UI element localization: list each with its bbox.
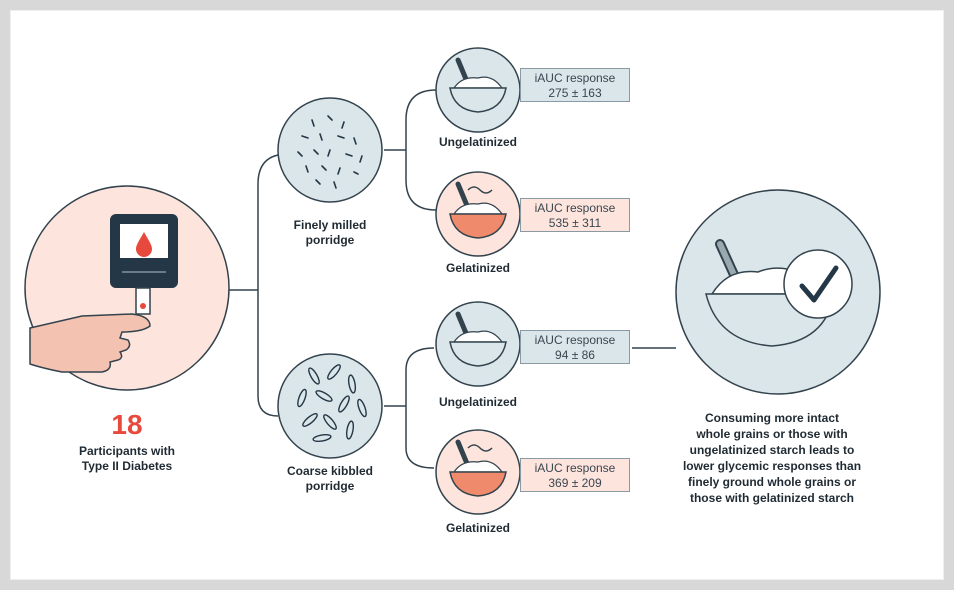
bowl-ungelatinized-2	[435, 301, 521, 387]
response-box-3: iAUC response 94 ± 86	[520, 330, 630, 364]
finely-milled-icon	[277, 97, 383, 203]
response-value-4: 369 ± 209	[548, 476, 602, 490]
study-diagram: 18 Participants with Type II Diabetes Fi…	[22, 38, 884, 536]
bowl-gelatinized-2	[435, 429, 521, 515]
coarse-porridge-line1: Coarse kibbled	[286, 464, 374, 478]
coarse-porridge-line2: porridge	[305, 479, 355, 493]
glucose-meter-illustration	[24, 185, 230, 391]
response-label-4: iAUC response	[534, 461, 616, 475]
response-label-1: iAUC response	[534, 71, 616, 85]
participant-count: 18	[111, 409, 143, 440]
coarse-kibbled-icon	[277, 353, 383, 459]
diagram-graphics	[24, 47, 881, 515]
response-label-3: iAUC response	[534, 333, 616, 347]
conclusion-text: Consuming more intact whole grains or th…	[662, 410, 882, 506]
conclusion-line-6: those with gelatinized starch	[689, 491, 855, 505]
state-label-4: Gelatinized	[445, 521, 510, 535]
connector-lines	[228, 89, 676, 469]
inner-frame	[10, 10, 944, 580]
state-label-3: Ungelatinized	[438, 395, 517, 409]
fine-porridge-line1: Finely milled	[293, 218, 367, 232]
conclusion-line-2: whole grains or those with	[696, 427, 848, 441]
bowl-gelatinized-1	[435, 171, 521, 257]
participants-label-line1: Participants with	[78, 444, 176, 458]
response-box-1: iAUC response 275 ± 163	[520, 68, 630, 102]
participants-label: Participants with Type II Diabetes	[52, 444, 202, 474]
response-box-4: iAUC response 369 ± 209	[520, 458, 630, 492]
conclusion-line-4: lower glycemic responses than	[682, 459, 862, 473]
response-box-2: iAUC response 535 ± 311	[520, 198, 630, 232]
participants-label-line2: Type II Diabetes	[81, 459, 173, 473]
response-value-1: 275 ± 163	[548, 86, 602, 100]
bowl-ungelatinized-1	[435, 47, 521, 133]
coarse-porridge-label: Coarse kibbled porridge	[268, 464, 392, 494]
state-label-1: Ungelatinized	[438, 135, 517, 149]
fine-porridge-label: Finely milled porridge	[268, 218, 392, 248]
response-value-2: 535 ± 311	[548, 216, 602, 230]
conclusion-line-3: ungelatinized starch leads to	[689, 443, 855, 457]
conclusion-line-1: Consuming more intact	[704, 411, 839, 425]
response-label-2: iAUC response	[534, 201, 616, 215]
state-label-2: Gelatinized	[445, 261, 510, 275]
response-value-3: 94 ± 86	[555, 348, 595, 362]
conclusion-line-5: finely ground whole grains or	[687, 475, 856, 489]
fine-porridge-line2: porridge	[305, 233, 355, 247]
conclusion-bowl-illustration	[675, 189, 881, 395]
